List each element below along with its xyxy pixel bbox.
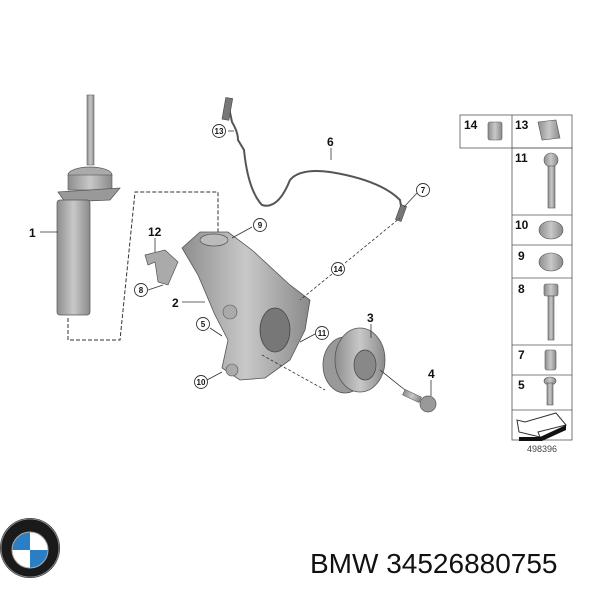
part-cell-10: 10 bbox=[515, 218, 529, 232]
callout-10: 10 bbox=[197, 378, 206, 387]
diagram-number: 498396 bbox=[527, 444, 557, 454]
callout-circles bbox=[134, 124, 430, 389]
sensor-bracket bbox=[144, 249, 179, 286]
part-cell-13: 13 bbox=[515, 118, 529, 132]
clip-icon bbox=[537, 119, 561, 141]
leader-lines bbox=[40, 130, 432, 396]
bolt-shank-icon bbox=[547, 295, 555, 341]
parts-panel-icons bbox=[487, 119, 564, 406]
nut-icon bbox=[538, 252, 564, 272]
wheel-speed-sensor-wire bbox=[227, 102, 403, 213]
part-cell-11: 11 bbox=[515, 151, 528, 165]
part-cell-7: 7 bbox=[518, 348, 525, 362]
callout-4: 4 bbox=[428, 367, 435, 381]
callout-9: 9 bbox=[258, 221, 263, 230]
callout-14: 14 bbox=[334, 265, 343, 274]
callout-1: 1 bbox=[29, 226, 36, 240]
callout-13: 13 bbox=[215, 127, 224, 136]
callout-8: 8 bbox=[139, 286, 144, 295]
bolt-shank-icon bbox=[547, 165, 556, 209]
arrow-icon bbox=[516, 412, 567, 438]
part-number-caption: BMW 34526880755 bbox=[310, 548, 558, 579]
hub-bolt bbox=[402, 389, 437, 413]
bmw-logo bbox=[0, 518, 60, 578]
callout-3: 3 bbox=[367, 311, 374, 325]
part-cell-8: 8 bbox=[518, 282, 525, 296]
bolt-head-icon bbox=[543, 152, 559, 168]
screw-shank-icon bbox=[546, 382, 554, 406]
part-cell-5: 5 bbox=[518, 378, 525, 392]
part-cell-9: 9 bbox=[518, 249, 525, 263]
screw-icon bbox=[544, 349, 557, 371]
nut-icon bbox=[538, 220, 564, 240]
callout-2: 2 bbox=[172, 296, 179, 310]
bolt-head-icon bbox=[543, 283, 559, 297]
callout-11: 11 bbox=[318, 329, 327, 338]
callout-5: 5 bbox=[201, 320, 206, 329]
bushing-icon bbox=[487, 121, 503, 141]
callout-6: 6 bbox=[327, 135, 334, 149]
callout-12: 12 bbox=[148, 225, 162, 239]
part-cell-14: 14 bbox=[464, 118, 478, 132]
shock-absorber-strut bbox=[56, 94, 121, 316]
callout-7: 7 bbox=[421, 186, 426, 195]
assembly-bracket-line bbox=[67, 191, 219, 341]
wheel-hub bbox=[322, 327, 386, 394]
steering-knuckle bbox=[181, 231, 311, 381]
